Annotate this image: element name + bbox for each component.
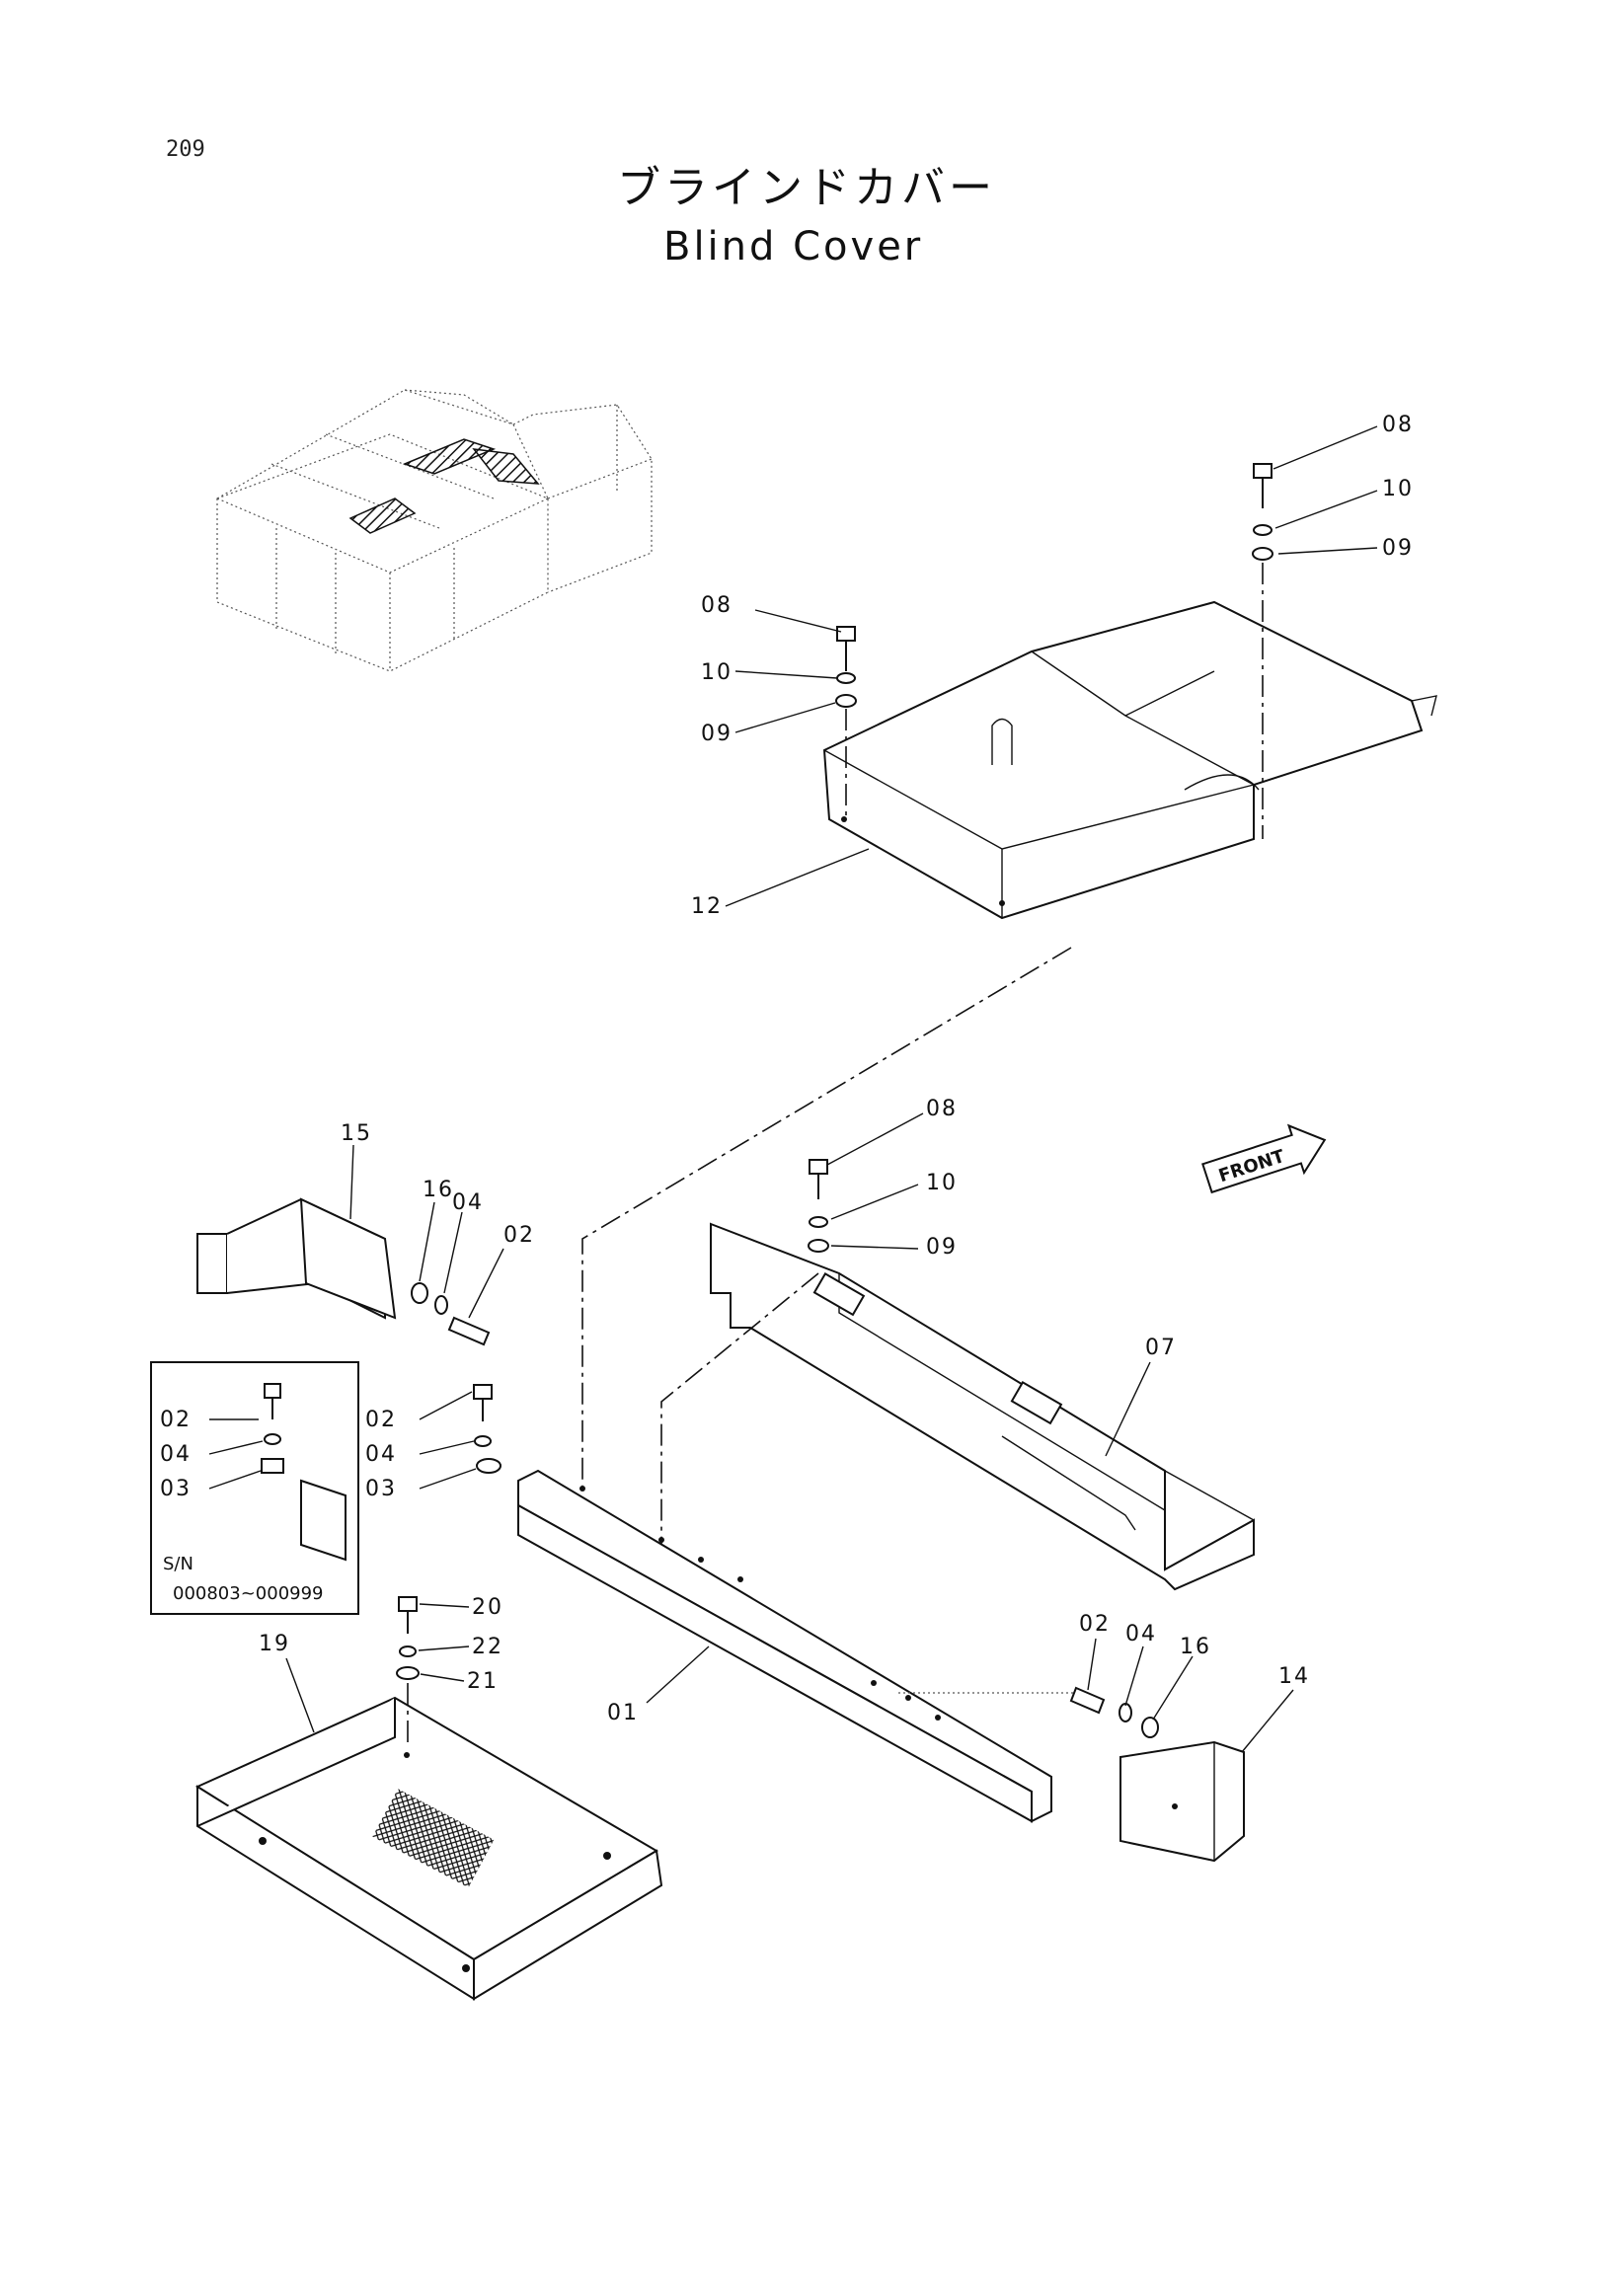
callout-08-top-left: 08 bbox=[701, 593, 733, 618]
callout-08-top-right: 08 bbox=[1382, 413, 1414, 437]
callout-09-top-left: 09 bbox=[701, 722, 733, 746]
callout-04-right: 04 bbox=[1125, 1622, 1157, 1646]
callout-15: 15 bbox=[341, 1121, 372, 1146]
machine-overview-sketch bbox=[216, 389, 653, 672]
callout-22: 22 bbox=[472, 1635, 503, 1659]
callout-labels: 08 10 09 08 10 09 12 08 10 09 07 15 16 0… bbox=[259, 413, 1414, 1725]
part-14-bracket bbox=[1119, 1740, 1245, 1863]
callout-02-mid: 02 bbox=[365, 1408, 397, 1432]
callout-10-top-left: 10 bbox=[701, 660, 733, 685]
callout-07: 07 bbox=[1145, 1336, 1177, 1360]
callout-02-left: 02 bbox=[503, 1223, 535, 1248]
serial-range: 000803~000999 bbox=[173, 1583, 324, 1604]
title-japanese: ブラインドカバー bbox=[617, 163, 996, 213]
callout-21: 21 bbox=[467, 1669, 499, 1694]
callout-16-right: 16 bbox=[1180, 1635, 1211, 1659]
callout-09-mid: 09 bbox=[926, 1235, 958, 1260]
callout-04-left: 04 bbox=[452, 1190, 484, 1215]
front-direction-arrow: FRONT bbox=[1201, 1123, 1327, 1194]
hardware-stack-tray bbox=[396, 1596, 420, 1747]
hardware-stack-top-right bbox=[1252, 463, 1273, 839]
title-english: Blind Cover bbox=[663, 224, 923, 269]
callout-20: 20 bbox=[472, 1595, 503, 1620]
callout-16-left: 16 bbox=[423, 1178, 454, 1202]
serial-inset-box: S/N 000803~000999 02 04 03 bbox=[150, 1361, 359, 1615]
serial-label: S/N bbox=[163, 1554, 193, 1574]
callout-10-top-right: 10 bbox=[1382, 477, 1414, 501]
callout-03-mid: 03 bbox=[365, 1477, 397, 1501]
hardware-stack-left-mid bbox=[473, 1384, 501, 1474]
part-12-upper-cover bbox=[822, 600, 1437, 920]
callout-04-mid: 04 bbox=[365, 1442, 397, 1467]
inset-label-02: 02 bbox=[160, 1408, 192, 1432]
inset-label-04: 04 bbox=[160, 1442, 192, 1467]
hardware-15-fasteners bbox=[411, 1282, 491, 1346]
hardware-stack-top-left bbox=[835, 626, 857, 817]
hardware-stack-mid bbox=[808, 1159, 829, 1253]
callout-14: 14 bbox=[1278, 1664, 1310, 1689]
part-01-frame-rail bbox=[517, 1469, 1052, 1823]
callout-19: 19 bbox=[259, 1632, 290, 1656]
part-19-tray bbox=[194, 1696, 663, 2001]
callout-01: 01 bbox=[607, 1701, 639, 1725]
leader-lines bbox=[285, 425, 1378, 1753]
part-15-bracket bbox=[196, 1197, 397, 1320]
callout-08-mid: 08 bbox=[926, 1097, 958, 1121]
page-number: 209 bbox=[166, 137, 205, 162]
part-07-side-cover bbox=[710, 1222, 1255, 1591]
callout-02-right: 02 bbox=[1079, 1612, 1111, 1637]
callout-10-mid: 10 bbox=[926, 1171, 958, 1195]
hardware-14-fasteners bbox=[1069, 1686, 1159, 1738]
callout-09-top-right: 09 bbox=[1382, 536, 1414, 561]
callout-12: 12 bbox=[691, 894, 723, 919]
inset-label-03: 03 bbox=[160, 1477, 192, 1501]
